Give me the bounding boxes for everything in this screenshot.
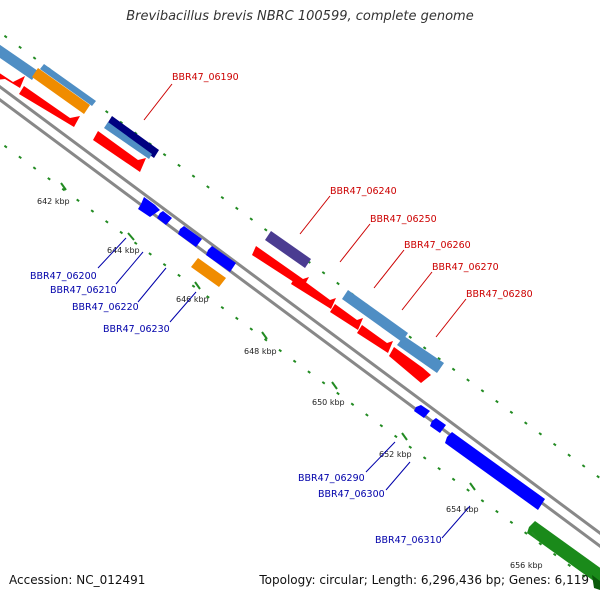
tick-mark bbox=[531, 531, 538, 540]
tick-label: 652 kbp bbox=[379, 450, 412, 459]
gene-orange[interactable] bbox=[32, 68, 90, 114]
gene-purple[interactable] bbox=[265, 231, 311, 268]
gene-label-reverse[interactable]: BBR47_06220 bbox=[72, 302, 139, 313]
gene-red[interactable] bbox=[291, 275, 336, 309]
gene-green-dark[interactable] bbox=[592, 575, 600, 590]
gene-blue[interactable] bbox=[157, 211, 172, 225]
gene-orange[interactable] bbox=[191, 258, 226, 287]
gene-blue[interactable] bbox=[430, 418, 446, 433]
leader-line bbox=[365, 441, 396, 473]
leader-line bbox=[385, 461, 411, 491]
tick-label: 656 kbp bbox=[510, 561, 543, 570]
gene-label-forward[interactable]: BBR47_06270 bbox=[432, 262, 499, 273]
gene-label-reverse[interactable]: BBR47_06300 bbox=[318, 489, 385, 500]
gene-label-reverse[interactable]: BBR47_06310 bbox=[375, 535, 442, 546]
leader-line bbox=[137, 267, 167, 303]
tick-mark bbox=[60, 182, 67, 191]
tick-label: 644 kbp bbox=[107, 246, 140, 255]
tick-label: 648 kbp bbox=[244, 347, 277, 356]
gene-label-forward[interactable]: BBR47_06190 bbox=[172, 72, 239, 83]
leader-line bbox=[299, 195, 331, 235]
gene-red[interactable] bbox=[330, 304, 363, 330]
tick-mark bbox=[401, 432, 408, 441]
leader-line bbox=[143, 83, 173, 121]
gene-label-forward[interactable]: BBR47_06240 bbox=[330, 186, 397, 197]
gene-steelblue[interactable] bbox=[397, 336, 444, 373]
tick-mark bbox=[127, 232, 135, 241]
tick-label: 654 kbp bbox=[446, 505, 479, 514]
gene-label-reverse[interactable]: BBR47_06210 bbox=[50, 285, 117, 296]
gene-label-reverse[interactable]: BBR47_06290 bbox=[298, 473, 365, 484]
tick-label: 650 kbp bbox=[312, 398, 345, 407]
leader-line bbox=[435, 298, 467, 338]
gene-label-forward[interactable]: BBR47_06250 bbox=[370, 214, 437, 225]
leader-line bbox=[441, 505, 471, 539]
gene-label-forward[interactable]: BBR47_06280 bbox=[466, 289, 533, 300]
gene-steelblue[interactable] bbox=[0, 38, 38, 80]
gene-label-reverse[interactable]: BBR47_06200 bbox=[30, 271, 97, 282]
tick-label: 642 kbp bbox=[37, 197, 70, 206]
leader-line bbox=[115, 251, 144, 285]
tick-label: 646 kbp bbox=[176, 295, 209, 304]
map-title: Brevibacillus brevis NBRC 100599, comple… bbox=[126, 9, 474, 24]
gene-blue[interactable] bbox=[445, 432, 545, 510]
gene-blue[interactable] bbox=[138, 197, 160, 217]
gene-red[interactable] bbox=[357, 325, 393, 353]
leader-line bbox=[339, 223, 371, 263]
gene-blue[interactable] bbox=[206, 246, 236, 272]
leader-line bbox=[401, 271, 433, 311]
genome-summary-text: Topology: circular; Length: 6,296,436 bp… bbox=[259, 573, 589, 587]
gene-red[interactable] bbox=[0, 70, 25, 88]
gene-red[interactable] bbox=[389, 347, 431, 383]
leader-line bbox=[373, 249, 405, 289]
backbone-outer bbox=[0, 85, 600, 535]
leader-line bbox=[97, 237, 127, 269]
gene-steelblue[interactable] bbox=[342, 290, 408, 342]
gene-steelblue[interactable] bbox=[40, 64, 96, 106]
accession-text: Accession: NC_012491 bbox=[9, 573, 146, 587]
gene-red[interactable] bbox=[19, 86, 80, 127]
gene-label-reverse[interactable]: BBR47_06230 bbox=[103, 324, 170, 335]
leader-line bbox=[169, 291, 197, 323]
tick-mark bbox=[469, 482, 476, 491]
gene-navy[interactable] bbox=[107, 116, 159, 158]
tick-mark bbox=[194, 281, 201, 290]
gene-blue[interactable] bbox=[178, 226, 202, 247]
scale-ring-inner bbox=[0, 141, 600, 590]
gene-steelblue[interactable] bbox=[104, 122, 152, 159]
gene-label-forward[interactable]: BBR47_06260 bbox=[404, 240, 471, 251]
gene-green[interactable] bbox=[527, 521, 600, 587]
tick-mark bbox=[331, 381, 338, 390]
tick-mark bbox=[261, 331, 268, 340]
gene-blue[interactable] bbox=[414, 405, 430, 418]
gene-red[interactable] bbox=[93, 131, 146, 172]
